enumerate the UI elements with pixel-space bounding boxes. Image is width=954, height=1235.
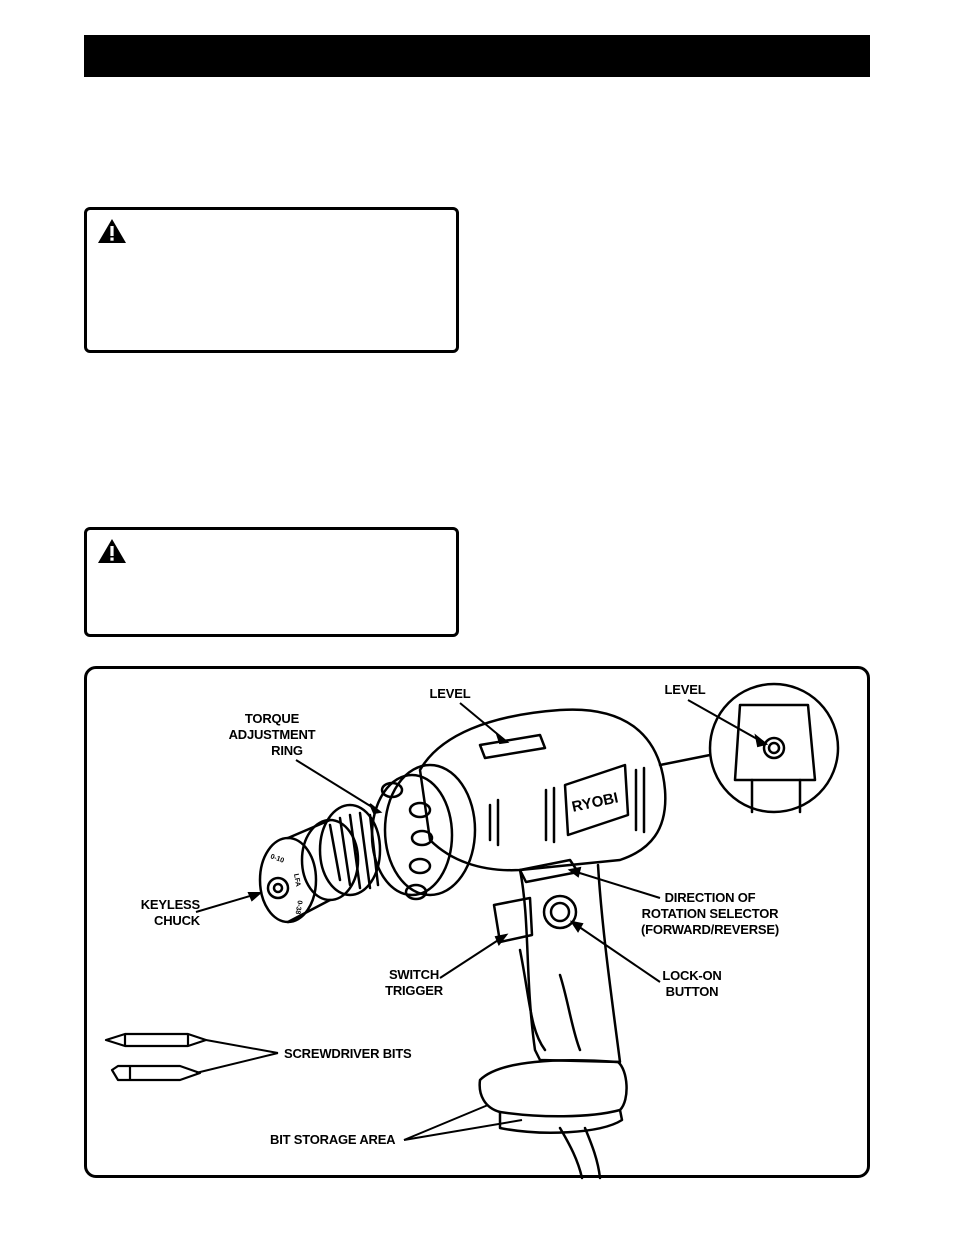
label-torque-ring: TORQUE ADJUSTMENT RING [228,711,316,758]
warning-triangle-icon [98,219,126,243]
switch-trigger [492,896,534,944]
section-header-bar [84,35,870,77]
label-level-top: LEVEL [429,686,471,701]
power-cord [558,1126,584,1180]
label-switch-trigger: SWITCH TRIGGER [385,967,443,998]
chuck-front [258,836,318,924]
keyless-chuck-body [318,803,382,897]
warning-box-2 [84,527,459,637]
warning-box-1 [84,207,459,353]
label-keyless-chuck: KEYLESS CHUCK [140,897,200,928]
label-direction-selector: DIRECTION OF ROTATION SELECTOR (FORWARD/… [641,890,779,937]
warning-triangle-icon [98,539,126,563]
level-window [478,733,547,760]
direction-selector [518,858,580,884]
lock-on-button [542,894,578,930]
label-level-inset: LEVEL [664,682,706,697]
chuck-marking-2: LFA [292,873,301,887]
label-lock-on-button: LOCK-ON BUTTON [662,968,722,999]
brand-logo: RYOBI [570,789,619,815]
drill-figure-frame [84,666,870,1178]
torque-ring [383,763,477,897]
logo-plate [563,763,630,837]
level-inset-circle [708,682,840,814]
screwdriver-bit-1 [104,1032,208,1048]
drill-base [478,1059,628,1118]
chuck-marking-3: 0-38 [294,900,303,915]
drill-housing [418,708,667,872]
screwdriver-bit-2 [110,1064,202,1082]
chuck-marking-1: 0-10 [269,853,285,864]
label-screwdriver-bits: SCREWDRIVER BITS [284,1046,412,1061]
label-bit-storage-area: BIT STORAGE AREA [270,1132,396,1147]
